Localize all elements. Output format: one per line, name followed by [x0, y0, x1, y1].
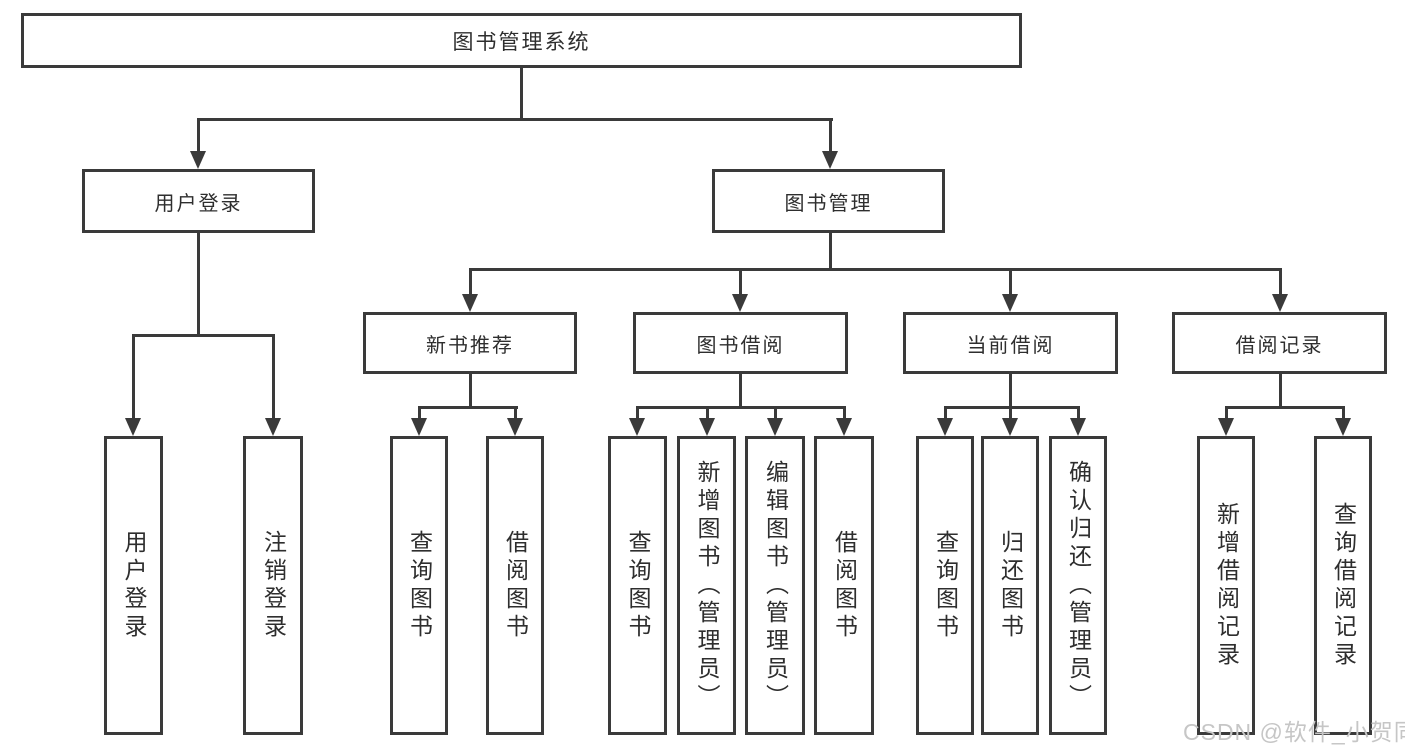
connector-drop — [418, 406, 421, 420]
connector-drop-book-management — [829, 118, 832, 152]
connector-user-login-stem — [197, 233, 200, 336]
connector-drop — [636, 406, 639, 420]
connector-book-management-stem — [829, 233, 832, 270]
connector-drop — [1342, 406, 1345, 420]
connector-drop — [1077, 406, 1080, 420]
leaf-borrow-borrow: 借阅图书 — [814, 436, 874, 735]
arrow-down-icon — [1002, 294, 1018, 312]
connector-drop-borrow-records — [1279, 268, 1282, 296]
connector-drop-leaf-logout — [272, 334, 275, 419]
leaf-user-login-label: 用户登录 — [121, 529, 147, 642]
leaf-current-return: 归还图书 — [981, 436, 1039, 735]
leaf-current-query-label: 查询图书 — [932, 529, 959, 642]
arrow-down-icon — [699, 418, 715, 436]
node-new-book-recommend: 新书推荐 — [363, 312, 577, 374]
arrow-down-icon — [732, 294, 748, 312]
node-root: 图书管理系统 — [21, 13, 1022, 68]
leaf-logout-label: 注销登录 — [260, 529, 287, 642]
connector-level1-bar — [197, 118, 833, 121]
connector-drop — [1225, 406, 1228, 420]
leaf-borrow-edit: 编辑图书（管理员） — [745, 436, 805, 735]
node-new-book-recommend-label: 新书推荐 — [426, 334, 514, 357]
leaf-borrow-add: 新增图书（管理员） — [677, 436, 736, 735]
leaf-newbook-borrow: 借阅图书 — [486, 436, 544, 735]
connector-drop-new-book — [469, 268, 472, 296]
connector-new-book-bar — [418, 406, 518, 409]
connector-drop-book-borrow — [739, 268, 742, 296]
node-book-management: 图书管理 — [712, 169, 945, 233]
leaf-logout: 注销登录 — [243, 436, 303, 735]
connector-current-borrow-stem — [1009, 374, 1012, 409]
leaf-user-login: 用户登录 — [104, 436, 163, 735]
connector-book-borrow-stem — [739, 374, 742, 409]
arrow-down-icon — [1335, 418, 1351, 436]
leaf-record-add: 新增借阅记录 — [1197, 436, 1255, 735]
node-book-management-label: 图书管理 — [784, 192, 873, 215]
connector-drop — [843, 406, 846, 420]
arrow-down-icon — [836, 418, 852, 436]
csdn-watermark: CSDN @软件_小贺同学 — [1183, 719, 1405, 745]
node-current-borrow-label: 当前借阅 — [966, 334, 1055, 357]
connector-drop — [514, 406, 517, 420]
arrow-down-icon — [507, 418, 523, 436]
node-user-login-label: 用户登录 — [154, 192, 243, 215]
connector-borrow-records-bar — [1225, 406, 1344, 409]
arrow-down-icon — [767, 418, 783, 436]
node-borrow-records-label: 借阅记录 — [1235, 334, 1324, 357]
connector-drop-leaf-user-login — [132, 334, 135, 419]
leaf-borrow-add-label: 新增图书（管理员） — [694, 459, 720, 712]
connector-current-borrow-bar — [944, 406, 1080, 409]
leaf-current-confirm-return-label: 确认归还（管理员） — [1065, 459, 1092, 712]
node-borrow-records: 借阅记录 — [1172, 312, 1387, 374]
connector-drop — [944, 406, 947, 420]
connector-root-stem — [520, 68, 523, 120]
node-book-borrow: 图书借阅 — [633, 312, 848, 374]
arrow-down-icon — [822, 151, 838, 169]
arrow-down-icon — [1218, 418, 1234, 436]
connector-book-borrow-bar — [636, 406, 845, 409]
arrow-down-icon — [265, 418, 281, 436]
leaf-newbook-query: 查询图书 — [390, 436, 448, 735]
connector-borrow-records-stem — [1279, 374, 1282, 409]
leaf-current-query: 查询图书 — [916, 436, 974, 735]
leaf-borrow-borrow-label: 借阅图书 — [831, 529, 858, 642]
arrow-down-icon — [629, 418, 645, 436]
leaf-record-query-label: 查询借阅记录 — [1330, 501, 1357, 670]
leaf-borrow-query: 查询图书 — [608, 436, 667, 735]
node-current-borrow: 当前借阅 — [903, 312, 1118, 374]
node-user-login: 用户登录 — [82, 169, 315, 233]
arrow-down-icon — [1070, 418, 1086, 436]
arrow-down-icon — [1002, 418, 1018, 436]
arrow-down-icon — [937, 418, 953, 436]
leaf-current-return-label: 归还图书 — [997, 529, 1024, 642]
leaf-record-query: 查询借阅记录 — [1314, 436, 1372, 735]
leaf-borrow-edit-label: 编辑图书（管理员） — [762, 459, 789, 712]
connector-new-book-stem — [469, 374, 472, 409]
connector-drop — [706, 406, 709, 420]
arrow-down-icon — [1272, 294, 1288, 312]
arrow-down-icon — [125, 418, 141, 436]
leaf-newbook-borrow-label: 借阅图书 — [502, 529, 529, 642]
leaf-newbook-query-label: 查询图书 — [406, 529, 433, 642]
node-book-borrow-label: 图书借阅 — [696, 334, 785, 357]
connector-user-login-bar — [132, 334, 275, 337]
connector-drop-current-borrow — [1009, 268, 1012, 296]
leaf-borrow-query-label: 查询图书 — [625, 529, 651, 642]
node-root-label: 图书管理系统 — [452, 30, 591, 54]
arrow-down-icon — [462, 294, 478, 312]
connector-drop — [774, 406, 777, 420]
connector-drop — [1009, 406, 1012, 420]
arrow-down-icon — [190, 151, 206, 169]
connector-level2-bar — [469, 268, 1282, 271]
leaf-record-add-label: 新增借阅记录 — [1213, 501, 1240, 670]
leaf-current-confirm-return: 确认归还（管理员） — [1049, 436, 1107, 735]
connector-drop-user-login — [197, 118, 200, 152]
arrow-down-icon — [411, 418, 427, 436]
